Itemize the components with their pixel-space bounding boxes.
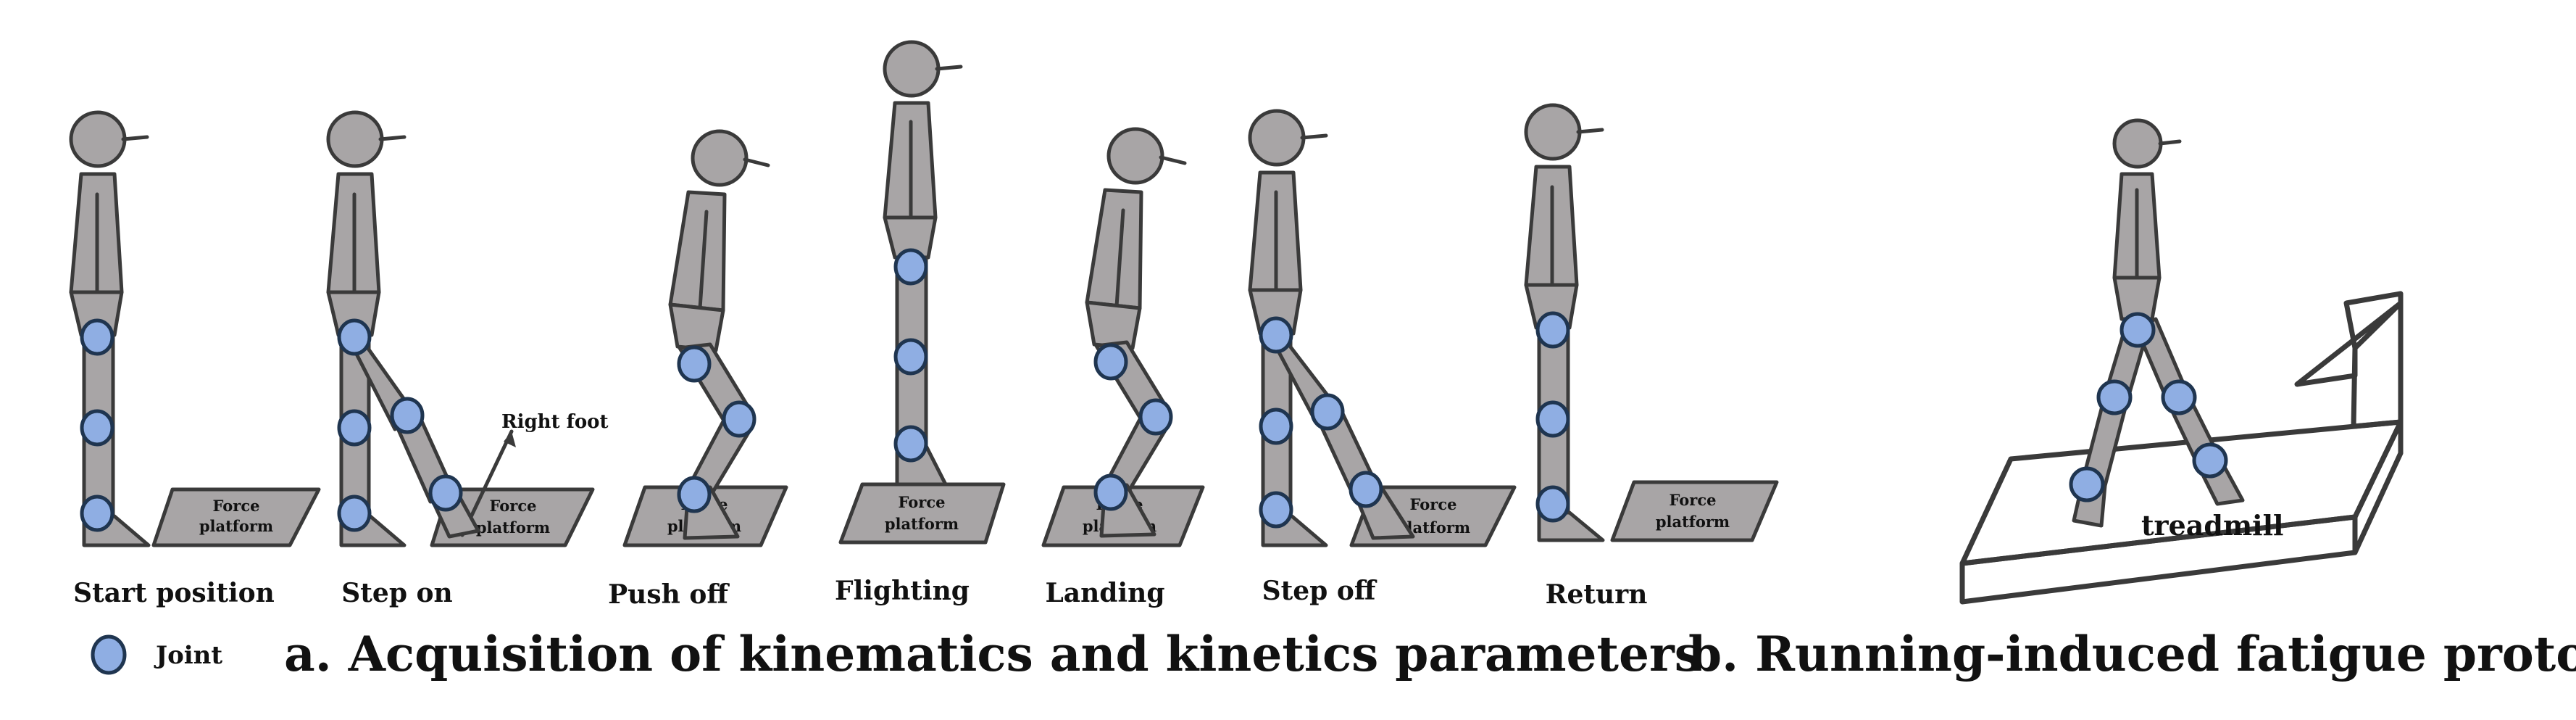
phase-labels: Start position Step on Push off Flightin… xyxy=(73,576,1647,610)
treadmill-right-side xyxy=(2352,419,2404,555)
joint-ankle xyxy=(1535,485,1570,523)
figure-start-position: Force platform xyxy=(69,110,321,547)
joint-ankle xyxy=(893,425,928,463)
joint-ankle xyxy=(677,476,712,513)
platform-label-line1: Force xyxy=(1410,495,1457,513)
caption-a: a. Acquisition of kinematics and kinetic… xyxy=(284,626,1701,682)
force-platform xyxy=(151,487,321,547)
platform-label-line2: platform xyxy=(199,517,273,535)
joint-hip xyxy=(80,318,114,356)
head xyxy=(1248,109,1306,167)
platform-label-line1: Force xyxy=(1670,491,1717,509)
treadmill-console xyxy=(2294,291,2404,387)
head xyxy=(69,110,127,168)
joint-hip xyxy=(2119,312,2156,348)
phase-label-landing: Landing xyxy=(1045,578,1164,608)
joint-knee xyxy=(893,338,928,376)
treadmill: treadmill xyxy=(1959,118,2404,605)
joint-knee xyxy=(80,409,114,447)
platform-label-line2: platform xyxy=(1656,513,1730,531)
joint-ankle-right xyxy=(1349,471,1383,508)
platform-label-line2: platform xyxy=(476,518,550,537)
phase-label-step-off: Step off xyxy=(1262,576,1377,606)
platform-label-line1: Force xyxy=(899,493,946,511)
arrow-head xyxy=(504,431,516,447)
head xyxy=(883,40,941,98)
joint-hip xyxy=(1259,316,1293,354)
joint-hip xyxy=(337,318,372,356)
joint-ankle-right xyxy=(428,474,463,512)
torso xyxy=(1085,188,1143,310)
torso xyxy=(668,190,727,313)
platform-label-line1: Force xyxy=(490,497,537,515)
treadmill-label: treadmill xyxy=(2141,509,2283,542)
figure-flighting: Force platform xyxy=(838,40,1006,545)
joint-ankle xyxy=(1259,491,1293,529)
head xyxy=(2112,118,2163,169)
legend-joint-label: Joint xyxy=(154,641,222,670)
joint-ankle-left xyxy=(2069,466,2105,502)
figure-return: Force platform xyxy=(1524,103,1779,542)
joint-knee-right xyxy=(2161,379,2197,415)
phase-label-return: Return xyxy=(1546,579,1648,610)
legend-joint-marker xyxy=(91,634,127,675)
right-foot-annotation: Right foot xyxy=(501,411,609,433)
phase-label-flighting: Flighting xyxy=(835,576,970,606)
joint-knee xyxy=(1138,398,1173,436)
joint-knee-left xyxy=(2096,379,2133,415)
pelvis xyxy=(1085,300,1142,350)
pelvis xyxy=(883,215,938,260)
force-platform xyxy=(838,482,1006,545)
joint-hip xyxy=(677,345,712,383)
pelvis xyxy=(668,302,725,352)
figure-push-off: Force platform xyxy=(622,129,788,547)
joint-knee xyxy=(337,409,372,447)
joint-knee xyxy=(722,400,756,438)
joint-ankle xyxy=(80,495,114,532)
figure-step-on: Force platform Right foot xyxy=(326,110,609,547)
phase-label-step-on: Step on xyxy=(341,578,452,608)
joint-knee-right xyxy=(390,397,425,434)
phase-label-start-position: Start position xyxy=(73,578,275,608)
treadmill-deck xyxy=(1959,419,2404,566)
caption-b: b. Running-induced fatigue protocol xyxy=(1688,626,2576,682)
joint-hip xyxy=(1535,311,1570,349)
joint-hip xyxy=(893,248,928,286)
joint-hip xyxy=(1093,343,1128,381)
joint-ankle xyxy=(337,495,372,532)
head xyxy=(326,110,384,168)
joint-knee xyxy=(1259,407,1293,445)
force-platform xyxy=(1610,480,1779,542)
head xyxy=(1524,103,1582,161)
platform-label-line1: Force xyxy=(213,497,260,515)
legend: Joint xyxy=(91,634,222,675)
platform-label-line2: platform xyxy=(885,515,959,533)
joint-knee-right xyxy=(1310,393,1345,431)
joint-knee xyxy=(1535,400,1570,438)
figure-step-off: Force platform xyxy=(1248,109,1517,547)
joint-ankle xyxy=(1093,473,1128,511)
figure-landing: Force platform xyxy=(1041,127,1205,547)
joint-ankle-right xyxy=(2192,442,2228,479)
phase-label-push-off: Push off xyxy=(608,579,730,610)
head xyxy=(691,129,749,187)
head xyxy=(1106,127,1164,185)
